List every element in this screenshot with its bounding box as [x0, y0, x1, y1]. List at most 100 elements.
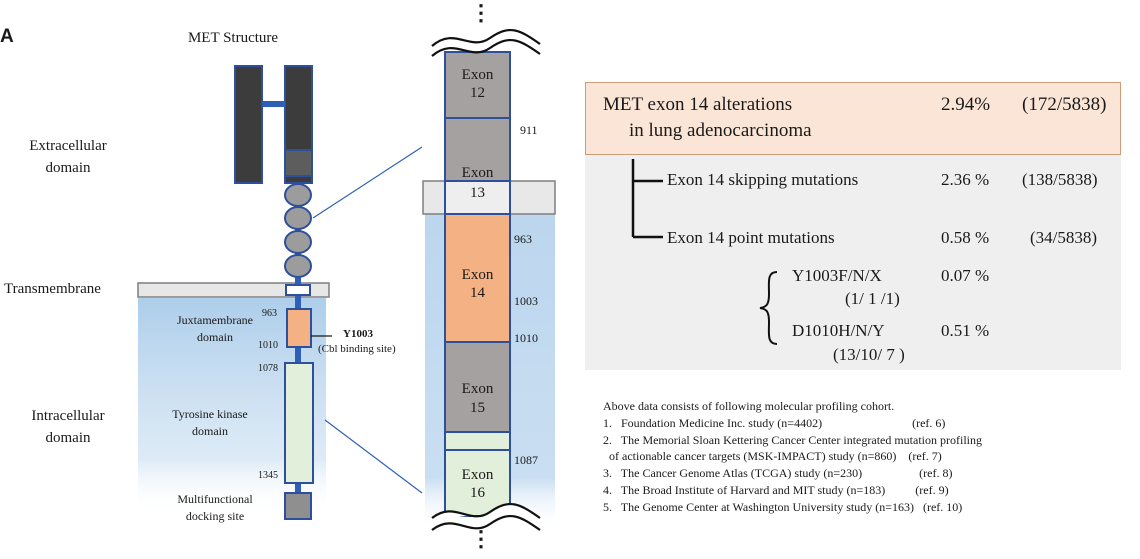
exon-12-label: Exon 12: [445, 66, 510, 102]
exon-16-number: 16: [470, 485, 485, 501]
reference-item-2: 2. The Memorial Sloan Kettering Cancer C…: [603, 432, 983, 447]
break-bottom-fill: [432, 504, 540, 532]
pos-1010: 1010: [258, 340, 278, 351]
skipping-pct: 2.36 %: [941, 170, 990, 189]
zoom-line-top: [312, 146, 423, 219]
y1003-mut-label: Y1003F/N/X: [792, 266, 882, 285]
ellipsis-top: ⋮: [470, 0, 492, 25]
zoom-line-bottom: [324, 419, 423, 494]
y1003-label: Y1003: [343, 328, 373, 340]
panel-letter: A: [0, 26, 14, 47]
exon-16-label: Exon 16: [445, 466, 510, 502]
references-block: Above data consists of following molecul…: [603, 398, 982, 516]
exon-16-word: Exon: [461, 467, 494, 483]
extracellular-label: Extracellular domain: [8, 135, 128, 179]
extracellular-line-2: domain: [45, 160, 91, 176]
exon-pos-1087: 1087: [514, 453, 538, 467]
break-bottom-line-1: [431, 502, 541, 519]
structure-title: MET Structure: [187, 30, 279, 46]
d1010-mut-label: D1010H/N/Y: [792, 321, 885, 340]
ipt-domain-2: [284, 206, 312, 230]
intracellular-label: Intracellular domain: [8, 405, 128, 449]
exon-pos-1003: 1003: [514, 294, 538, 308]
kinase-line-2: domain: [192, 424, 228, 438]
reference-item-5: 5. The Genome Center at Washington Unive…: [603, 499, 963, 514]
d1010-mut-sub: (13/10/ 7 ): [833, 345, 905, 364]
exon-15-word: Exon: [461, 381, 494, 397]
exon-15-kinase-part: [444, 431, 511, 451]
ipt-domain-4: [284, 254, 312, 278]
exon-15-number: 15: [470, 400, 485, 416]
exon-12-number: 12: [470, 85, 485, 101]
exon-14-box: [444, 213, 511, 343]
exon-pos-963: 963: [514, 232, 532, 246]
y1003-note: (Cbl binding site): [318, 343, 396, 355]
juxtamembrane-line-1: Juxtamembrane: [177, 313, 253, 327]
ipt-domain-1: [284, 183, 312, 207]
intracellular-line-1: Intracellular: [31, 408, 105, 424]
point-count: (34/5838): [1030, 228, 1098, 247]
main-label-line-2: in lung adenocarcinoma: [629, 120, 812, 141]
transmembrane-segment: [285, 284, 311, 296]
transmembrane-bar: [137, 282, 330, 298]
juxtamembrane-line-2: domain: [197, 330, 233, 344]
intracellular-line-2: domain: [45, 430, 91, 446]
break-top-line-1: [431, 28, 541, 47]
reference-item-1: 1. Foundation Medicine Inc. study (n=440…: [603, 415, 946, 430]
exon-14-number: 14: [470, 285, 485, 301]
mutation-brace: [759, 271, 778, 345]
extracellular-line-1: Extracellular: [29, 138, 107, 154]
exon-14-word: Exon: [461, 267, 494, 283]
exon-pos-1010: 1010: [514, 331, 538, 345]
sema-domain-left: [234, 65, 263, 184]
y1003-mut-sub: (1/ 1 /1): [845, 289, 900, 308]
break-bottom-line-2: [431, 514, 541, 531]
exon-14-label: Exon 14: [445, 266, 510, 302]
exon-16-box: [444, 449, 511, 517]
kinase-label: Tyrosine kinase domain: [150, 406, 270, 440]
exon-15-label: Exon 15: [445, 380, 510, 418]
references-intro: Above data consists of following molecul…: [603, 399, 895, 413]
d1010-mut-pct: 0.51 %: [941, 321, 990, 340]
alterations-body: [585, 155, 1121, 370]
point-pct: 0.58 %: [941, 228, 990, 247]
exon-13-membrane-part: [444, 180, 511, 215]
reference-item-2-cont: of actionable cancer targets (MSK-IMPACT…: [603, 449, 942, 464]
exon-13-label: Exon 13: [445, 163, 510, 203]
docking-line-2: docking site: [185, 509, 245, 523]
main-label-line-1: MET exon 14 alterations: [603, 94, 793, 115]
psi-domain: [284, 149, 313, 177]
y1003-mut-pct: 0.07 %: [941, 266, 990, 285]
reference-item-4: 4. The Broad Institute of Harvard and MI…: [603, 482, 949, 497]
docking-site-box: [284, 492, 312, 520]
exon-pos-911: 911: [520, 123, 538, 137]
point-label: Exon 14 point mutations: [667, 228, 835, 247]
ipt-domain-3: [284, 230, 312, 254]
juxtamembrane-box: [286, 308, 312, 348]
break-top-fill: [432, 27, 540, 56]
break-top-line-2: [431, 38, 541, 57]
docking-label: Multifunctional docking site: [160, 491, 270, 525]
exon-15-box: [444, 341, 511, 433]
kinase-line-1: Tyrosine kinase: [172, 407, 248, 421]
kinase-box: [284, 362, 314, 484]
docking-line-1: Multifunctional: [177, 492, 253, 506]
tree-bracket: [631, 159, 663, 239]
alterations-header: [585, 82, 1121, 155]
pos-1345: 1345: [258, 470, 278, 481]
exon-12-word: Exon: [461, 67, 494, 83]
skipping-label: Exon 14 skipping mutations: [667, 170, 859, 189]
reference-item-3: 3. The Cancer Genome Atlas (TCGA) study …: [603, 466, 953, 481]
main-count: (172/5838): [1022, 94, 1107, 115]
juxtamembrane-label: Juxtamembrane domain: [160, 312, 270, 346]
exon-13-word: Exon: [461, 165, 494, 181]
sema-linker: [262, 101, 285, 107]
skipping-count: (138/5838): [1022, 170, 1098, 189]
exon-13-number: 13: [470, 185, 485, 201]
transmembrane-label: Transmembrane: [4, 281, 101, 297]
exon-12-box: [444, 51, 511, 119]
ellipsis-bottom: ⋮: [470, 526, 492, 551]
pos-1078: 1078: [258, 363, 278, 374]
main-pct: 2.94%: [941, 94, 991, 115]
pos-963: 963: [262, 308, 277, 319]
